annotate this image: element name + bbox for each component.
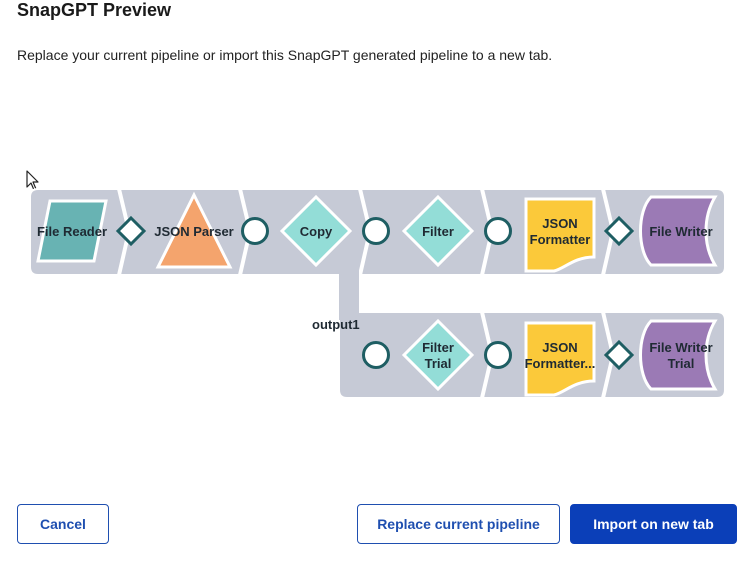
circle-port-icon[interactable] [484,341,512,369]
circle-port-icon[interactable] [484,217,512,245]
snap-label: File Reader [37,224,107,239]
document-shape [524,321,596,397]
dialog-description: Replace your current pipeline or import … [17,47,553,63]
snap-label: JSON Parser [154,224,234,239]
snap-label: Filter [422,224,454,239]
snap-label: Formatter... [525,356,596,371]
snap-file-writer[interactable]: File Writer [639,195,718,267]
diamond-shape [279,194,353,268]
triangle-shape [155,191,233,269]
snap-label: Copy [300,224,333,239]
diamond-port-icon[interactable] [603,339,635,371]
circle-port-icon[interactable] [241,217,269,245]
snap-label: Trial [668,356,695,371]
snap-label: Formatter [530,232,591,247]
dialog-title: SnapGPT Preview [17,0,172,20]
diamond-port-icon[interactable] [603,215,635,247]
output1-label: output1 [312,317,360,332]
cancel-button[interactable]: Cancel [17,504,109,544]
snap-label: Trial [425,356,452,371]
snap-label: File Writer [649,340,712,355]
diamond-shape [401,318,475,392]
circle-port-icon[interactable] [362,217,390,245]
circle-port-icon[interactable] [362,341,390,369]
snap-label: Filter [422,340,454,355]
snap-json-formatter[interactable]: JSONFormatter... [524,321,596,397]
import-on-new-tab-button[interactable]: Import on new tab [570,504,737,544]
parallelogram-shape [36,199,108,263]
writer-shape [639,319,718,391]
snap-label: JSON [542,216,577,231]
branch-connector [339,270,359,320]
diamond-port-icon[interactable] [115,215,147,247]
diamond-shape [401,194,475,268]
writer-shape [639,195,718,267]
snap-label: JSON [542,340,577,355]
snap-copy[interactable]: Copy [279,194,353,268]
snap-label: File Writer [649,224,712,239]
snap-file-reader[interactable]: File Reader [36,199,108,263]
snap-filter[interactable]: Filter [401,194,475,268]
snap-json-parser[interactable]: JSON Parser [154,191,234,269]
document-shape [524,197,596,273]
replace-current-pipeline-button[interactable]: Replace current pipeline [357,504,560,544]
pipeline-ports[interactable] [115,215,635,371]
